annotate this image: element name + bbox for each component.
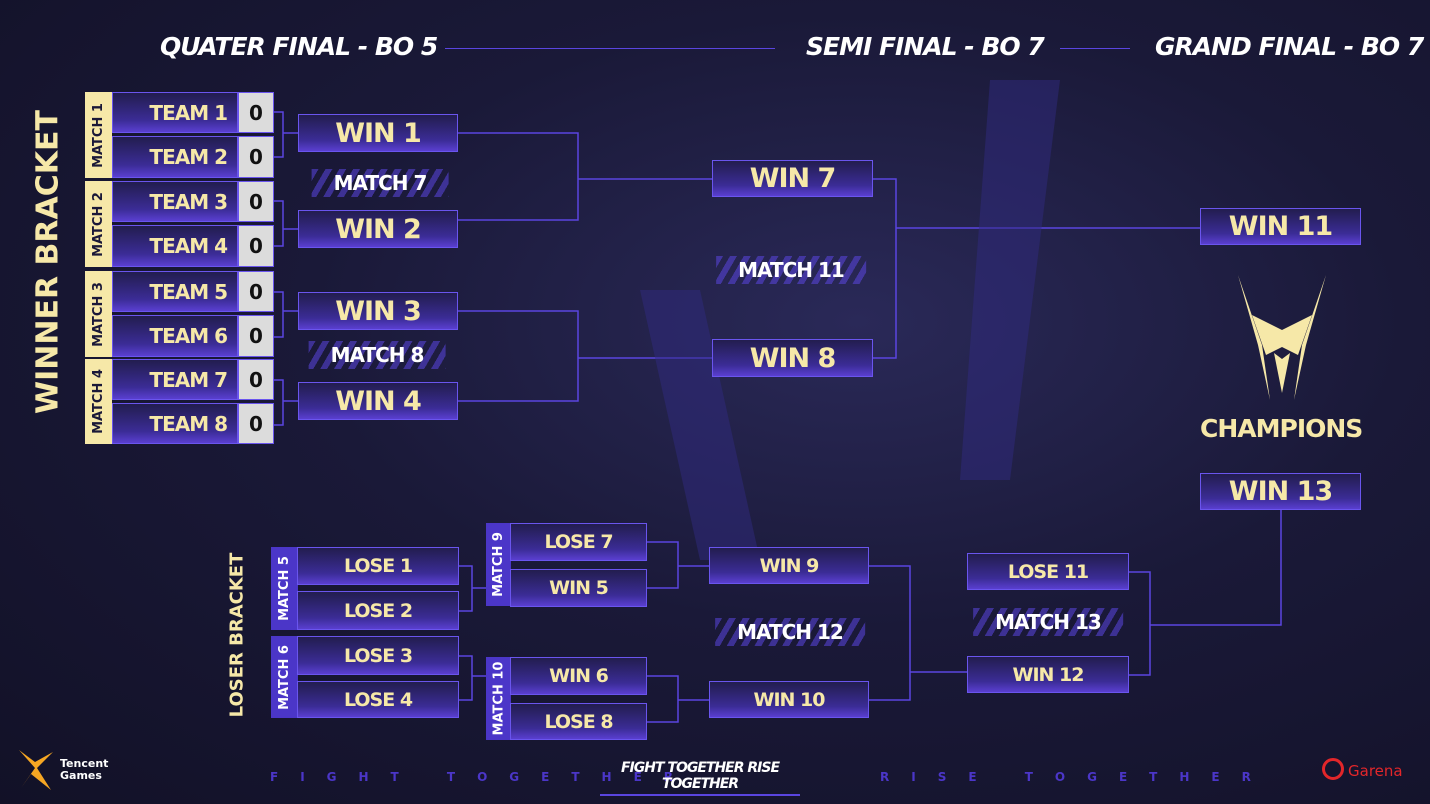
- win-10-slot: WIN 10: [709, 681, 869, 718]
- garena-text: Garena: [1348, 762, 1403, 780]
- lose-7-slot: LOSE 7: [510, 523, 647, 561]
- champions-trophy-icon: [1238, 275, 1326, 400]
- win-2-slot: WIN 2: [298, 210, 458, 248]
- match-12-label: MATCH 12: [715, 618, 865, 646]
- quarter-final-header: QUATER FINAL - BO 5: [160, 32, 438, 61]
- lose-2-slot: LOSE 2: [297, 591, 459, 630]
- match-9-label: MATCH 9: [486, 523, 511, 606]
- match-8-label: MATCH 8: [308, 341, 446, 369]
- win-1-slot: WIN 1: [298, 114, 458, 152]
- team-slot: TEAM 3: [112, 181, 238, 222]
- team-score: 0: [238, 92, 274, 133]
- win-13-slot: WIN 13: [1200, 473, 1361, 510]
- win-6-slot: WIN 6: [510, 657, 647, 695]
- champions-label: CHAMPIONS: [1200, 414, 1363, 443]
- win-12-slot: WIN 12: [967, 656, 1129, 693]
- win-3-slot: WIN 3: [298, 292, 458, 330]
- divider: [1060, 48, 1130, 49]
- match-1-label: MATCH 1: [85, 92, 112, 178]
- team-slot: TEAM 1: [112, 92, 238, 133]
- team-score: 0: [238, 271, 274, 312]
- lose-4-slot: LOSE 4: [297, 681, 459, 718]
- team-slot: TEAM 4: [112, 225, 238, 267]
- match-2-label: MATCH 2: [85, 181, 112, 267]
- match-3-label: MATCH 3: [85, 271, 112, 357]
- match-4-label: MATCH 4: [85, 359, 112, 444]
- win-7-slot: WIN 7: [712, 160, 873, 197]
- match-6-label: MATCH 6: [271, 636, 298, 718]
- team-score: 0: [238, 315, 274, 357]
- team-slot: TEAM 8: [112, 403, 238, 444]
- grand-final-header: GRAND FINAL - BO 7: [1155, 32, 1424, 61]
- team-score: 0: [238, 403, 274, 444]
- match-7-label: MATCH 7: [311, 169, 449, 197]
- garena-logo-icon: [1322, 758, 1344, 780]
- team-score: 0: [238, 136, 274, 178]
- win-11-slot: WIN 11: [1200, 208, 1361, 245]
- team-slot: TEAM 6: [112, 315, 238, 357]
- match-11-label: MATCH 11: [716, 256, 866, 284]
- team-slot: TEAM 7: [112, 359, 238, 400]
- match-13-label: MATCH 13: [973, 608, 1123, 636]
- fight-together-logo: FIGHT TOGETHER RISE TOGETHER: [600, 760, 800, 796]
- lose-1-slot: LOSE 1: [297, 547, 459, 585]
- loser-bracket-label: LOSER BRACKET: [226, 552, 248, 718]
- lose-3-slot: LOSE 3: [297, 636, 459, 675]
- footer-slogan-left: FIGHT TOGETHER: [270, 770, 696, 784]
- lose-11-slot: LOSE 11: [967, 553, 1129, 590]
- win-8-slot: WIN 8: [712, 339, 873, 377]
- team-score: 0: [238, 359, 274, 400]
- divider: [445, 48, 775, 49]
- team-score: 0: [238, 225, 274, 267]
- win-4-slot: WIN 4: [298, 382, 458, 420]
- win-5-slot: WIN 5: [510, 569, 647, 607]
- semi-final-header: SEMI FINAL - BO 7: [806, 32, 1045, 61]
- tencent-games-logo-icon: [19, 750, 53, 790]
- win-9-slot: WIN 9: [709, 547, 869, 584]
- team-score: 0: [238, 181, 274, 222]
- footer-slogan-right: RISE TOGETHER: [880, 770, 1273, 784]
- team-slot: TEAM 5: [112, 271, 238, 312]
- team-slot: TEAM 2: [112, 136, 238, 178]
- match-5-label: MATCH 5: [271, 547, 298, 630]
- match-10-label: MATCH 10: [486, 657, 511, 740]
- winner-bracket-label: WINNER BRACKET: [30, 110, 66, 414]
- lose-8-slot: LOSE 8: [510, 703, 647, 740]
